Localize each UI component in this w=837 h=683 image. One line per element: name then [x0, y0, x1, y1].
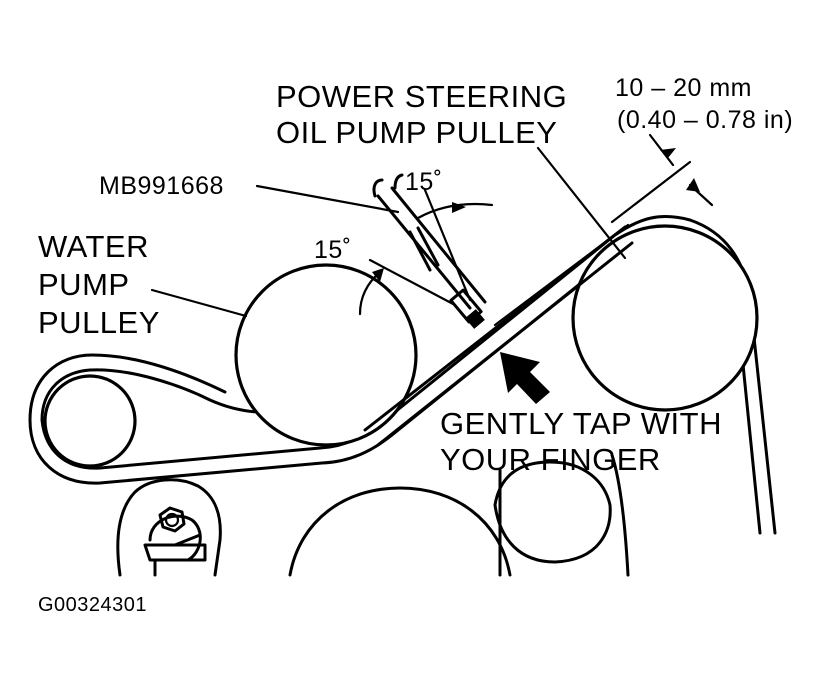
- deflection-label-line1: 10 – 20 mm: [615, 74, 753, 102]
- tool-label: MB991668: [99, 172, 224, 200]
- water-pump-label-line3: PULLEY: [38, 305, 160, 340]
- deflection-indicator: [493, 133, 714, 327]
- crankshaft-pulley: [288, 486, 512, 577]
- tensioner-assembly: [116, 478, 222, 577]
- water-pump-label-line1: WATER: [38, 229, 149, 264]
- upper-angle-arc: [416, 188, 494, 302]
- lower-angle-arc: [358, 258, 457, 316]
- tap-arrow-icon: [500, 352, 550, 404]
- deflection-label-line2: (0.40 – 0.78 in): [617, 106, 794, 134]
- lower-idler-pulley: [493, 453, 630, 577]
- left-idler-pulley: [43, 374, 137, 468]
- tap-instruction-line1: GENTLY TAP WITH: [440, 406, 722, 441]
- lower-angle-label: 15˚: [314, 236, 352, 264]
- power-steering-pump-pulley: [571, 224, 759, 412]
- tension-gauge-tool: [372, 173, 487, 329]
- leader-lines: [150, 146, 627, 318]
- upper-angle-label: 15˚: [405, 168, 443, 196]
- tap-instruction-line2: YOUR FINGER: [440, 442, 661, 477]
- figure-id: G00324301: [38, 594, 148, 616]
- ps-pulley-label-line1: POWER STEERING: [276, 79, 568, 114]
- ps-pulley-label-line2: OIL PUMP PULLEY: [276, 115, 558, 150]
- water-pump-label-line2: PUMP: [38, 267, 130, 302]
- water-pump-pulley: [234, 263, 418, 447]
